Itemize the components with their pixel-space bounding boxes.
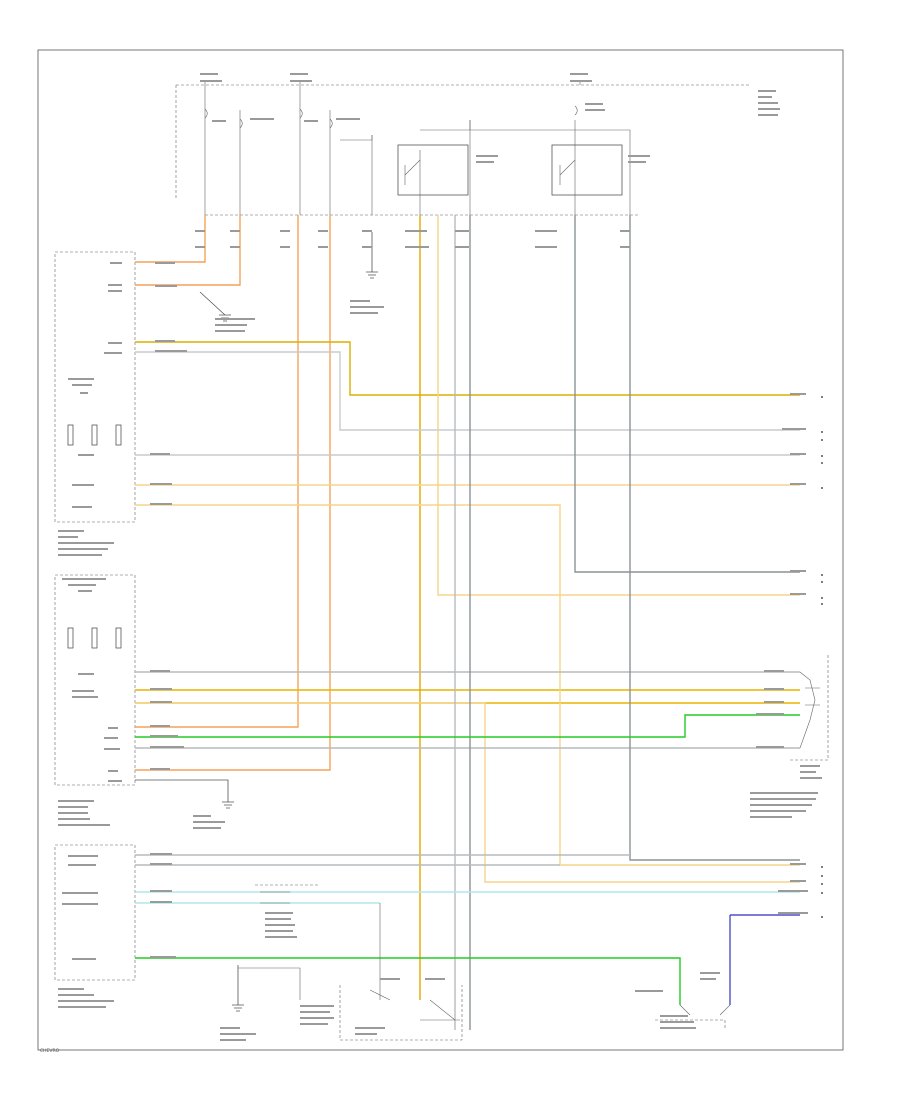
relay-bottom-right [655,1004,731,1030]
light-blue-wires [135,891,800,904]
driver-door-module [54,251,136,523]
right-door-lock-switch [788,655,829,761]
green-wires [135,714,800,1005]
right-terminal-dots [821,396,823,918]
light-yellow-wires [135,215,800,883]
diagram-frame [37,49,844,1051]
relay-lock [551,144,623,196]
gray-wires [135,215,800,1030]
passenger-lock-actuator-pins [67,627,122,649]
footer-code: CHEVRO [40,1048,60,1054]
door-lock-switch-assembly [238,903,463,1041]
ground-symbols [135,232,378,1012]
orange-wires [135,215,331,771]
passenger-door-module [54,574,136,786]
label-marks [58,73,822,1041]
driver-lock-actuator-pins [67,424,122,446]
relay-driver [397,144,469,196]
ajar-switch-cluster [255,884,320,904]
fuse-block [175,80,750,216]
body-control-module [54,844,136,981]
blue-wire [729,914,800,1005]
